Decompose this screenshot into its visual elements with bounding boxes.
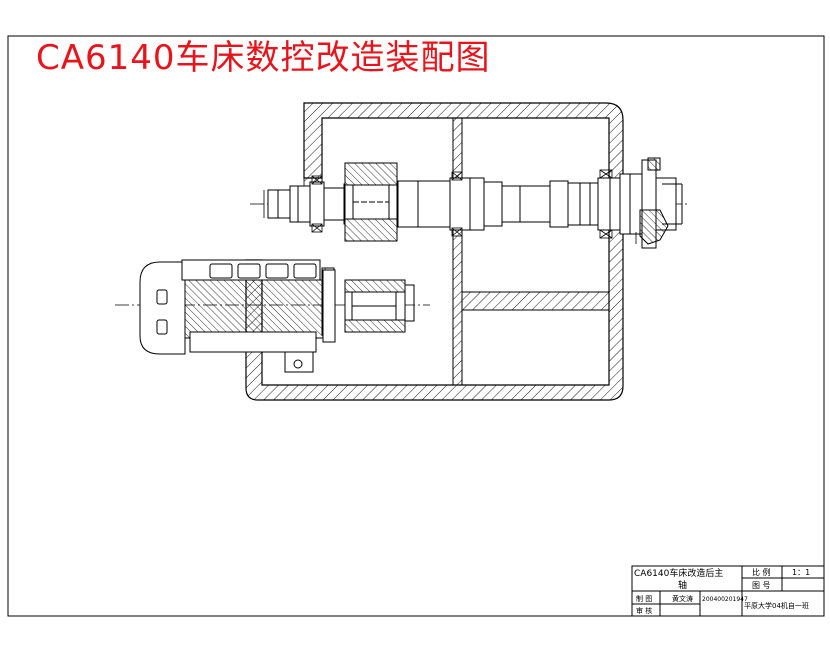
- drafter-name: 黄文涛: [672, 594, 693, 603]
- title-block-text: CA6140车床改造后主 轴 比 例 1：1 图 号 制 图 黄文涛 20040…: [634, 567, 810, 615]
- drawing-frame: [7, 35, 825, 617]
- drawing-name-line-1: CA6140车床改造后主: [634, 567, 723, 579]
- internal-wall-lower: [452, 227, 463, 386]
- drawing-no-label: 图 号: [752, 581, 771, 590]
- electric-motor: [115, 259, 430, 373]
- title-block: [631, 565, 825, 617]
- spindle-gear: [344, 162, 398, 242]
- drafter-label: 制 图: [636, 594, 652, 603]
- drawing-name-line-2: 轴: [678, 579, 687, 591]
- page-title: CA6140车床数控改造装配图: [36, 38, 491, 78]
- school-name: 平原大学04机自一班: [744, 601, 809, 610]
- internal-rib: [461, 291, 610, 311]
- checker-label: 审 核: [636, 606, 652, 615]
- ratio-value: 1：1: [792, 568, 810, 577]
- motor-gear: [344, 279, 406, 333]
- ratio-label: 比 例: [752, 567, 771, 577]
- chuck-flange: [639, 157, 683, 245]
- bearing-marks: [263, 169, 637, 244]
- internal-wall-upper: [452, 117, 463, 181]
- student-id: 200400201947: [702, 596, 748, 603]
